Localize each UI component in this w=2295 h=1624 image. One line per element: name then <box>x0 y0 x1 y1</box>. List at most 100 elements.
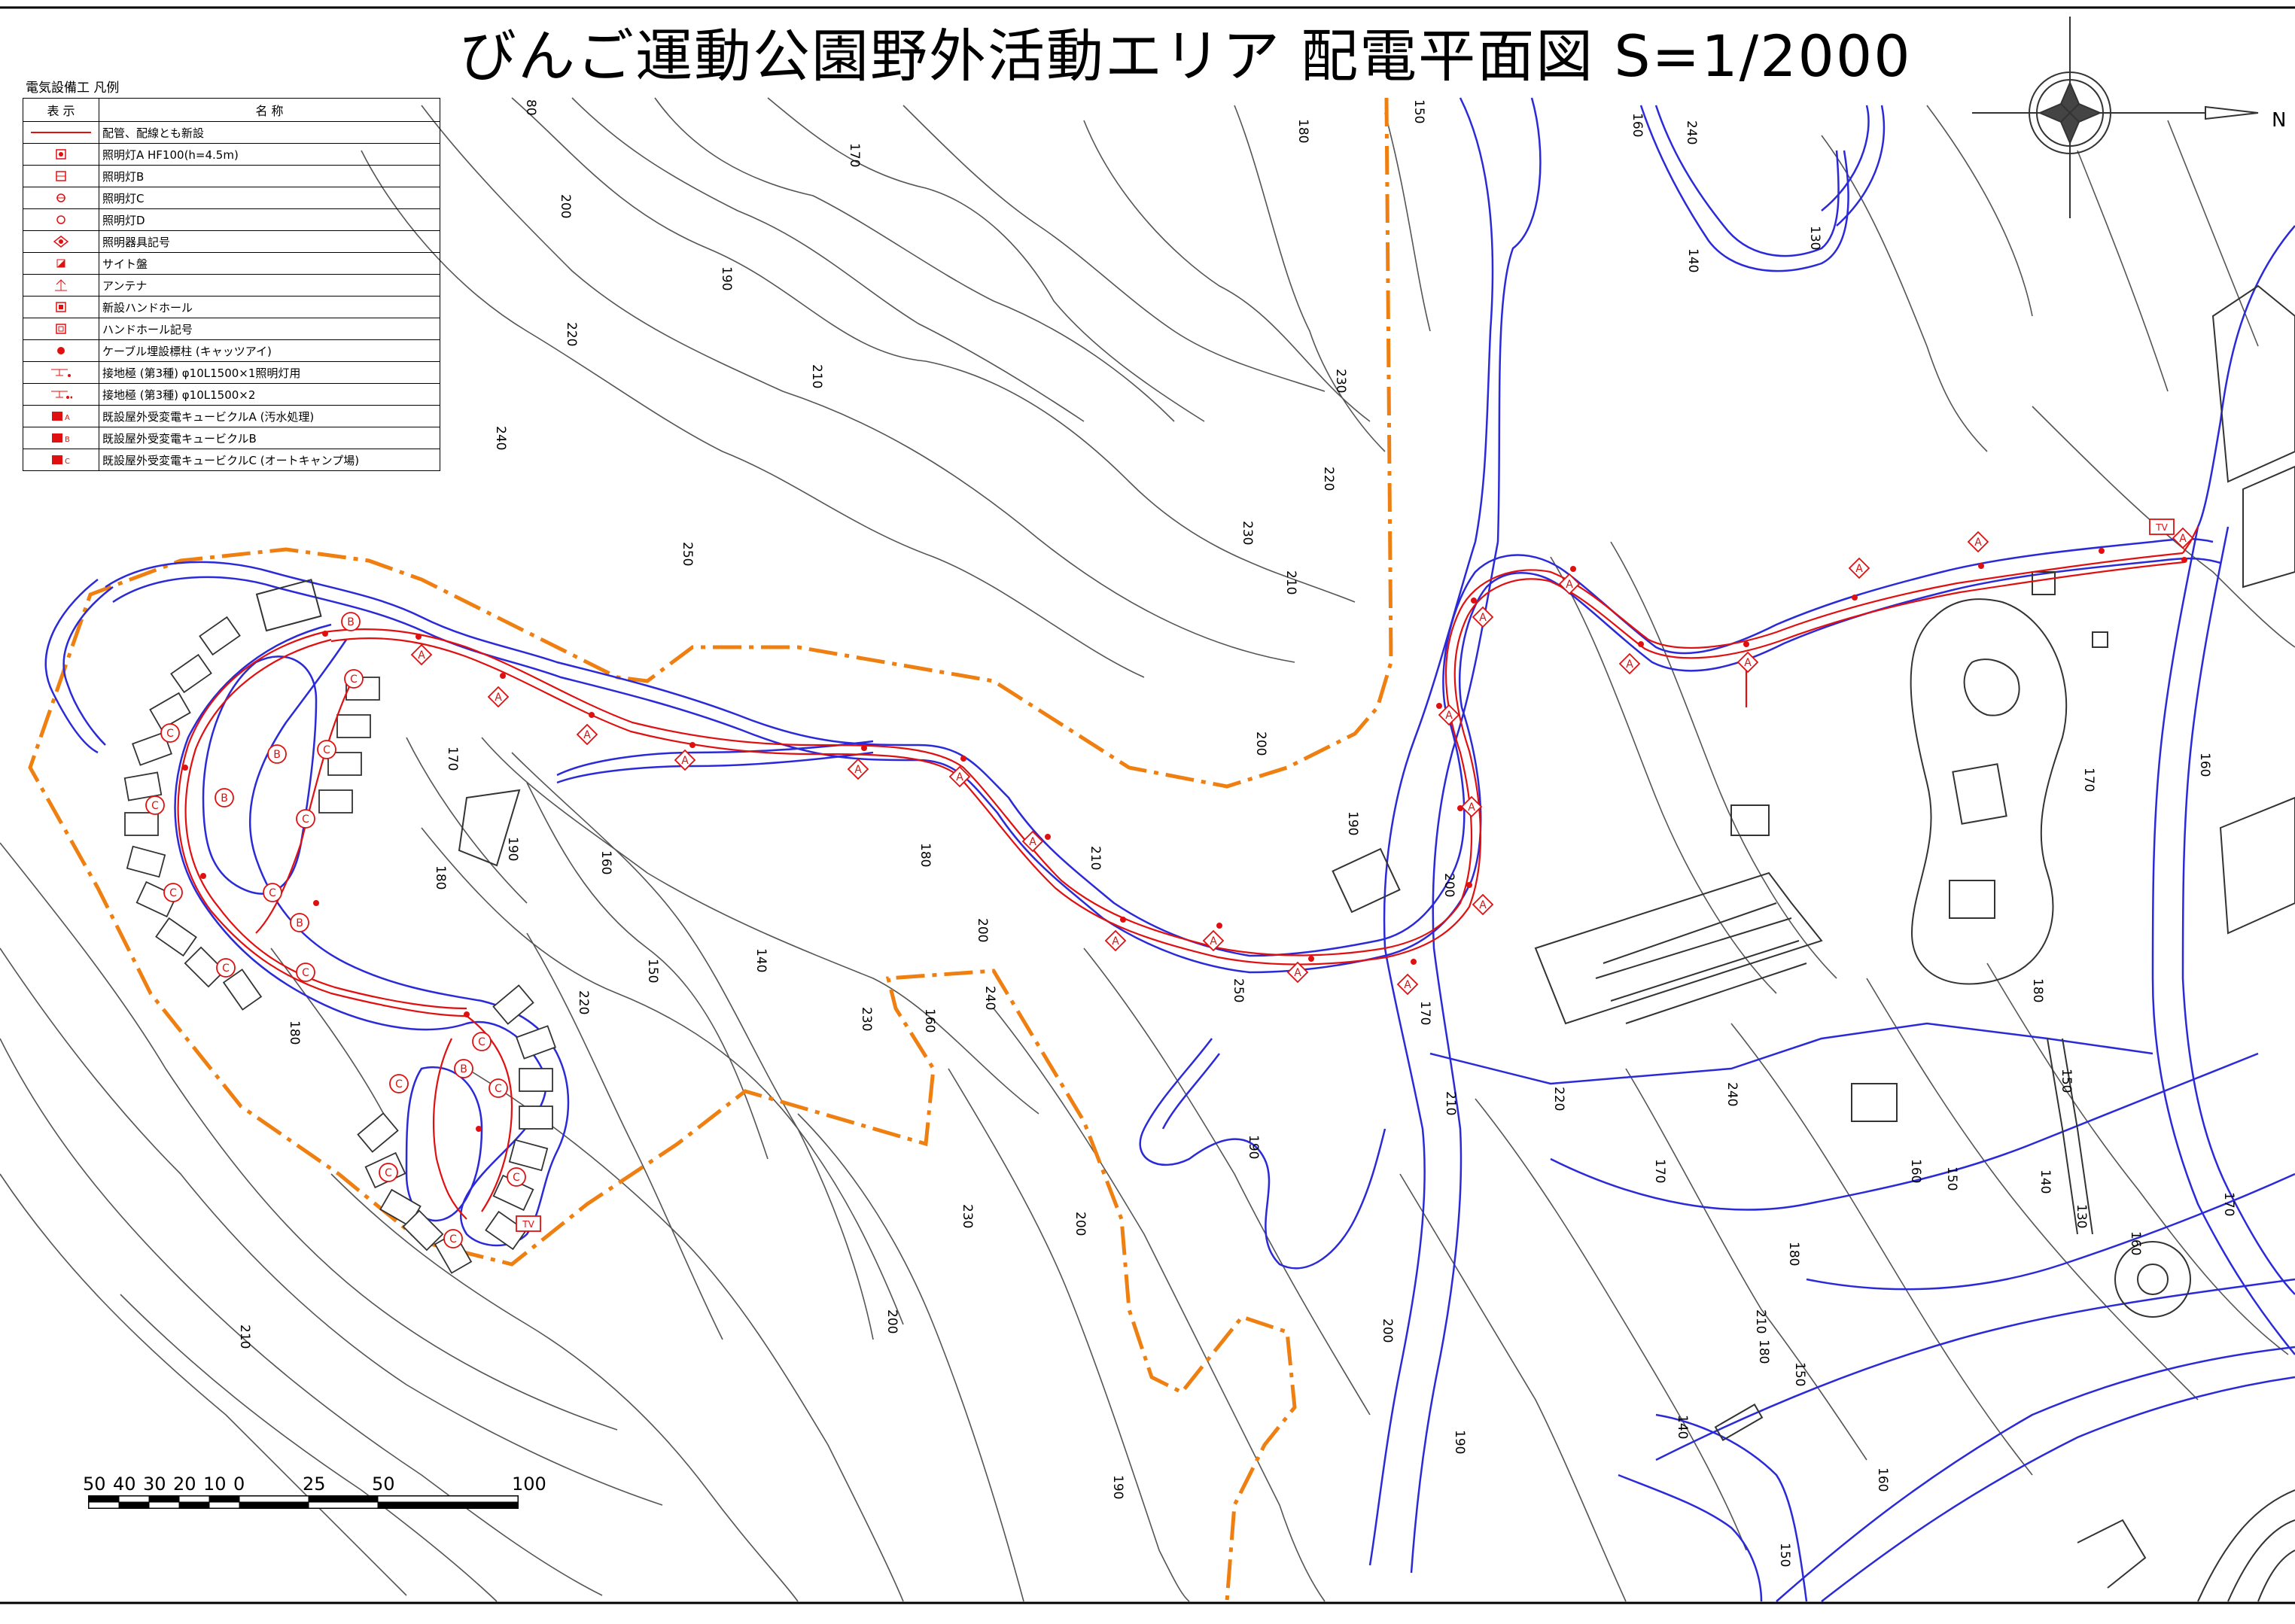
field-lines <box>1595 902 1807 1024</box>
camp-pad <box>357 1112 399 1153</box>
elevation-label: 170 <box>1652 1159 1667 1183</box>
contour-line <box>466 1068 904 1602</box>
svg-text:TV: TV <box>2155 522 2168 533</box>
light-d-icon <box>23 208 99 231</box>
cable-marker-dot <box>960 756 966 762</box>
legend-row: 新設ハンドホール <box>23 296 440 318</box>
svg-text:A: A <box>1404 979 1411 991</box>
contour-line <box>1399 1173 1627 1602</box>
drawing-title: びんご運動公園野外活動エリア 配電平面図 S=1/2000 <box>459 23 1912 90</box>
camp-pad <box>318 789 353 814</box>
cable-marker-dot <box>1570 566 1576 572</box>
contour-line <box>902 105 1326 392</box>
legend-row: サイト盤 <box>23 252 440 275</box>
light-a-marker: A <box>948 765 971 788</box>
contour-line <box>1475 1098 1747 1551</box>
light-c-marker: C <box>507 1167 526 1187</box>
elevation-label: 180 <box>2030 978 2045 1002</box>
svg-text:C: C <box>513 1172 520 1184</box>
legend-label: 照明灯A HF100(h=4.5m) <box>99 143 440 166</box>
cable-marker-dot <box>2099 548 2105 554</box>
svg-text:A: A <box>1974 537 1982 549</box>
svg-text:A: A <box>1479 612 1487 624</box>
elevation-label: 190 <box>719 266 734 290</box>
elevation-label: 150 <box>645 959 660 983</box>
svg-text:A: A <box>65 414 70 421</box>
site-boundary <box>28 97 1393 1602</box>
camp-pad <box>508 1139 549 1172</box>
stairs <box>2077 1519 2147 1589</box>
elevation-label: 200 <box>884 1309 899 1334</box>
building <box>255 579 322 632</box>
light-a-marker: A <box>487 686 510 708</box>
svg-text:A: A <box>1626 658 1633 671</box>
north-arrow <box>1972 17 2259 218</box>
light-c-marker: C <box>160 723 180 743</box>
elevation-label: 140 <box>2038 1169 2053 1194</box>
track <box>2257 1549 2295 1602</box>
road-edge <box>62 586 114 746</box>
camp-pad <box>485 1210 527 1251</box>
legend-label: 照明灯C <box>99 187 440 209</box>
legend-row: 照明器具記号 <box>23 230 440 253</box>
light-a-marker: A <box>1202 929 1225 952</box>
camp-pad <box>336 714 371 738</box>
light-a-marker: A <box>1967 531 1989 553</box>
contour-line <box>0 1173 407 1596</box>
cable-line <box>184 638 467 1010</box>
loop-inner-2 <box>405 1066 483 1222</box>
north-pointer <box>2205 105 2259 120</box>
cubicle-b-icon: B <box>23 427 99 449</box>
svg-text:B: B <box>65 436 70 443</box>
building <box>1534 871 1823 1025</box>
elevation-label: 150 <box>2059 1069 2074 1093</box>
svg-text:A: A <box>1479 899 1487 911</box>
scale-label: 40 <box>113 1473 136 1495</box>
contour-line <box>1610 541 1837 979</box>
road-edge <box>1836 105 1886 227</box>
light-a-marker: A <box>1438 704 1460 726</box>
contour-line <box>0 842 618 1431</box>
road-edge <box>556 740 874 777</box>
legend-label: 既設屋外受変電キュービクルB <box>99 427 440 449</box>
svg-text:A: A <box>583 729 591 741</box>
roundabout <box>2137 1264 2169 1295</box>
elevation-label: 150 <box>1777 1543 1792 1567</box>
contour-line <box>1986 963 2289 1355</box>
cable-marker-dot <box>182 765 188 771</box>
elevation-label: 240 <box>1684 120 1699 144</box>
light-a-marker: A <box>410 643 433 666</box>
cable-marker-dot <box>689 742 696 748</box>
elevation-label: 190 <box>505 837 520 861</box>
legend-label: ケーブル埋設標柱 (キャッツアイ) <box>99 339 440 362</box>
elevation-label: 130 <box>1807 226 1822 250</box>
scale-segment <box>178 1495 210 1503</box>
elevation-label: 240 <box>1724 1082 1740 1106</box>
light-a-marker: A <box>576 723 598 746</box>
building <box>1730 804 1770 836</box>
light-c-marker: C <box>296 809 315 829</box>
scale-segment <box>308 1495 379 1503</box>
camp-pad <box>327 752 362 776</box>
svg-text:A: A <box>1445 710 1453 722</box>
legend-row: B 既設屋外受変電キュービクルB <box>23 427 440 449</box>
scale-segment <box>88 1495 120 1503</box>
compass-ring <box>2036 79 2104 147</box>
legend: 電気設備工 凡例 表 示 名 称 配管、配線とも新設照明灯A HF100(h=4… <box>23 78 440 471</box>
light-c-marker: C <box>216 958 236 978</box>
contour-line <box>571 97 1085 422</box>
cable-marker-dot <box>313 900 319 906</box>
svg-text:C: C <box>65 458 70 465</box>
light-a-marker: A <box>1286 961 1309 984</box>
elevation-label: 140 <box>1685 248 1700 272</box>
legend-label: ハンドホール記号 <box>99 318 440 340</box>
light-a-marker: A <box>2172 527 2194 549</box>
svg-text:A: A <box>956 771 963 783</box>
building <box>1963 658 2020 716</box>
legend-row: ケーブル埋設標柱 (キャッツアイ) <box>23 339 440 362</box>
elevation-label: 160 <box>1875 1467 1890 1492</box>
legend-label: 照明灯D <box>99 208 440 231</box>
contour-line <box>2167 120 2259 347</box>
camp-pad <box>519 1105 553 1130</box>
